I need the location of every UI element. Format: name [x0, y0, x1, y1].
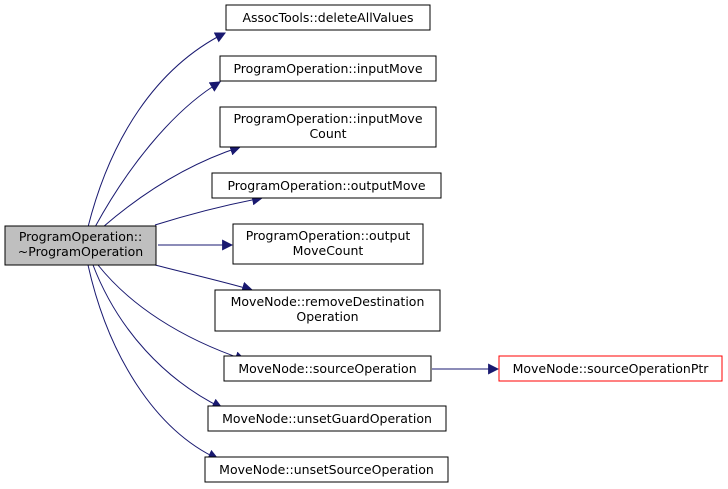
node-label-line: MoveNode::sourceOperationPtr [513, 361, 710, 376]
node-label-line: MoveNode::unsetSourceOperation [219, 462, 434, 477]
node-label-line: ProgramOperation:: [19, 229, 142, 244]
graph-node-assoc-tools-delete-all-values[interactable]: AssocTools::deleteAllValues [225, 4, 431, 31]
node-label-line: ~ProgramOperation [18, 244, 143, 259]
edge-root-to-output-move [154, 194, 264, 226]
graph-node-output-move-count[interactable]: ProgramOperation::output MoveCount [232, 223, 424, 265]
graph-node-unset-source-operation[interactable]: MoveNode::unsetSourceOperation [204, 456, 449, 483]
edge-root-to-unset-source [87, 264, 219, 460]
node-label-line: Count [309, 126, 346, 141]
edge-root-to-input-move-count [102, 144, 242, 228]
node-label-line: MoveNode::removeDestination [231, 294, 425, 309]
node-label-line: ProgramOperation::inputMove [233, 111, 422, 126]
node-label-line: AssocTools::deleteAllValues [242, 10, 413, 25]
edge-root-to-delete-all-values [87, 32, 226, 228]
node-label-line: MoveCount [293, 243, 364, 258]
node-label-line: ProgramOperation::inputMove [233, 61, 422, 76]
edge-root-to-remove-destination [154, 264, 254, 293]
graph-node-unset-guard-operation[interactable]: MoveNode::unsetGuardOperation [207, 405, 447, 432]
node-label-line: ProgramOperation::output [246, 228, 411, 243]
graph-node-program-operation-destructor[interactable]: ProgramOperation:: ~ProgramOperation [4, 225, 157, 266]
edges [87, 32, 500, 460]
graph-node-output-move[interactable]: ProgramOperation::outputMove [211, 172, 442, 199]
edge-root-to-input-move [94, 81, 221, 228]
edge-root-to-source-operation [97, 264, 247, 363]
graph-node-input-move[interactable]: ProgramOperation::inputMove [219, 55, 437, 82]
edge-root-to-unset-guard [92, 264, 223, 409]
graph-node-source-operation-ptr[interactable]: MoveNode::sourceOperationPtr [498, 355, 723, 382]
graph-node-source-operation[interactable]: MoveNode::sourceOperation [223, 355, 432, 382]
node-label-line: MoveNode::unsetGuardOperation [222, 411, 432, 426]
node-label-line: MoveNode::sourceOperation [238, 361, 416, 376]
node-label-line: Operation [296, 309, 358, 324]
graph-node-input-move-count[interactable]: ProgramOperation::inputMove Count [219, 106, 437, 148]
graph-node-remove-destination-operation[interactable]: MoveNode::removeDestination Operation [214, 289, 441, 332]
node-label-line: ProgramOperation::outputMove [227, 178, 425, 193]
